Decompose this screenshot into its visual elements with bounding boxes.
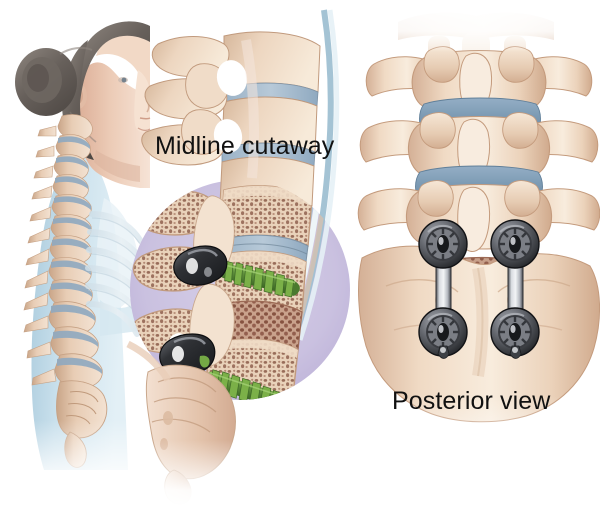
profile-bottom-fade: [0, 420, 150, 507]
neural-foramen: [216, 60, 248, 96]
label-posterior-view: Posterior view: [392, 387, 551, 415]
profile-spine: [23, 114, 108, 468]
profile-figure-panel: [0, 0, 151, 507]
screw-head-lower-right: [490, 307, 540, 359]
fixation-construct-right: [490, 219, 540, 359]
screw-head-upper-left: [418, 219, 468, 269]
midline-cutaway-panel: [126, 0, 378, 507]
screw-head: [173, 245, 228, 286]
posterior-top-fade: [358, 0, 600, 52]
posterior-view-panel: [357, 0, 600, 507]
posterior-view-svg: [357, 0, 600, 507]
intervertebral-discs: [51, 136, 102, 374]
fixation-construct-left: [418, 219, 468, 359]
sacrum-posterior: [358, 245, 600, 423]
label-midline-cutaway: Midline cutaway: [155, 132, 335, 160]
midline-cutaway-svg: [126, 9, 378, 507]
posterior-bottom-fade: [358, 396, 600, 507]
vertebra-L1: [365, 46, 593, 133]
neural-foramen: [213, 119, 243, 153]
pedicle-screw-upper: [173, 245, 300, 298]
lumbar-vertebrae: [48, 301, 103, 389]
screw-head-lower-left: [418, 307, 468, 359]
profile-figure-svg: [0, 21, 151, 507]
spinous-processes: [23, 125, 57, 386]
midline-bottom-fade: [128, 440, 378, 507]
screw-head-upper-right: [490, 219, 540, 269]
vertebra-L3: [357, 180, 600, 252]
